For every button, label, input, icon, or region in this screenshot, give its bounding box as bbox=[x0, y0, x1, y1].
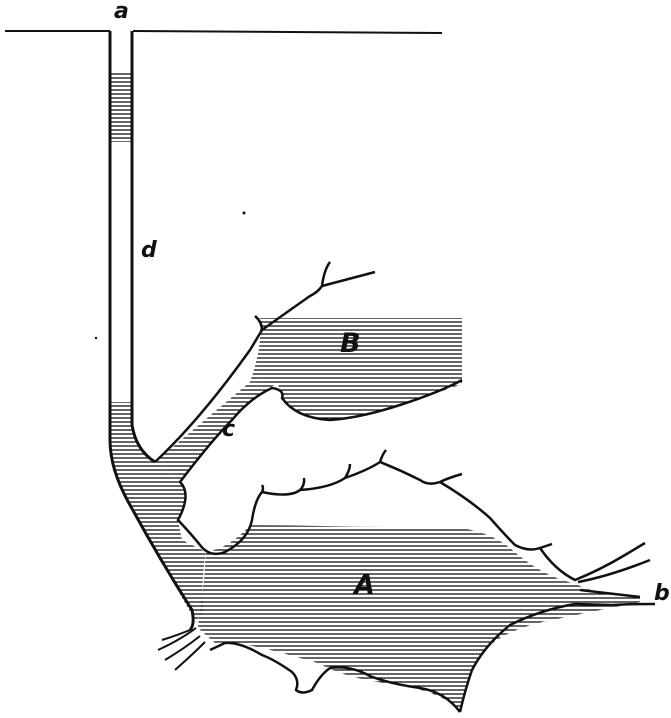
shaft-water-top bbox=[110, 72, 132, 142]
chamber-a-water bbox=[198, 525, 640, 710]
label-A: A bbox=[354, 572, 375, 599]
label-a: a bbox=[114, 1, 129, 23]
label-d: d bbox=[141, 240, 157, 262]
label-B: B bbox=[340, 330, 361, 357]
ground-surface-line bbox=[5, 31, 442, 33]
inlet-passages-lower-left bbox=[158, 628, 205, 670]
speck bbox=[95, 337, 97, 339]
speck bbox=[243, 212, 246, 215]
label-c: c bbox=[222, 419, 235, 441]
label-b: b bbox=[654, 583, 670, 605]
